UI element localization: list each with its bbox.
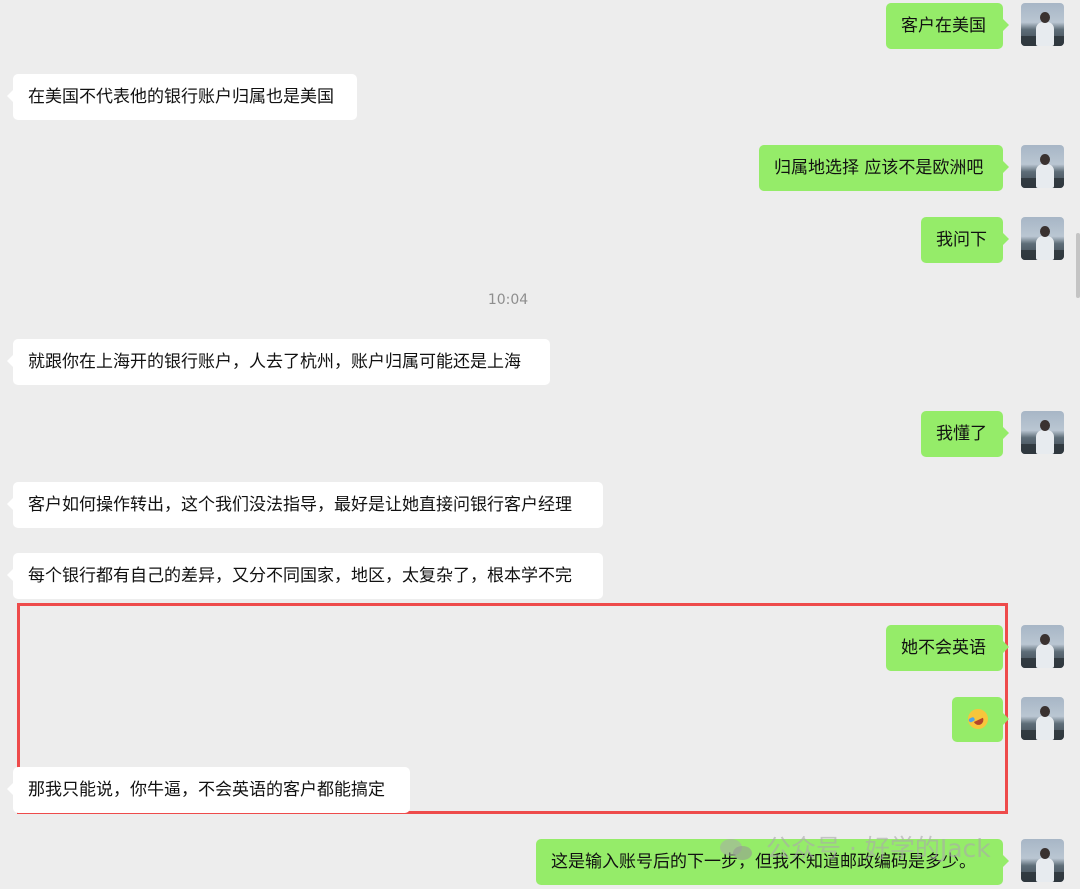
laughing-crying-emoji-icon (964, 705, 992, 733)
scrollbar[interactable] (1076, 233, 1080, 298)
message-text: 归属地选择 应该不是欧洲吧 (774, 158, 984, 178)
message-bubble-incoming[interactable]: 就跟你在上海开的银行账户，人去了杭州，账户归属可能还是上海 (7, 339, 550, 385)
message-bubble-outgoing[interactable]: 我问下 (921, 217, 1009, 263)
message-bubble-incoming[interactable]: 每个银行都有自己的差异，又分不同国家，地区，太复杂了，根本学不完 (7, 553, 603, 599)
highlight-box (17, 603, 1008, 814)
message-bubble-incoming[interactable]: 客户如何操作转出，这个我们没法指导，最好是让她直接问银行客户经理 (7, 482, 603, 528)
message-text: 就跟你在上海开的银行账户，人去了杭州，账户归属可能还是上海 (28, 352, 521, 372)
message-bubble-incoming[interactable]: 那我只能说，你牛逼，不会英语的客户都能搞定 (7, 767, 410, 813)
message-bubble-outgoing[interactable]: 归属地选择 应该不是欧洲吧 (759, 145, 1009, 191)
message-text: 客户如何操作转出，这个我们没法指导，最好是让她直接问银行客户经理 (28, 495, 572, 515)
message-bubble-emoji[interactable] (952, 697, 1009, 742)
message-text: 这是输入账号后的下一步，但我不知道邮政编码是多少。 (551, 852, 976, 872)
message-text: 她不会英语 (901, 638, 986, 658)
message-bubble-outgoing[interactable]: 这是输入账号后的下一步，但我不知道邮政编码是多少。 (536, 839, 1009, 885)
wechat-icon (720, 837, 756, 861)
message-bubble-outgoing[interactable]: 我懂了 (921, 411, 1009, 457)
avatar[interactable] (1021, 625, 1064, 668)
avatar[interactable] (1021, 839, 1064, 882)
message-bubble-outgoing[interactable]: 她不会英语 (886, 625, 1009, 671)
message-bubble-incoming[interactable]: 在美国不代表他的银行账户归属也是美国 (7, 74, 357, 120)
message-text: 每个银行都有自己的差异，又分不同国家，地区，太复杂了，根本学不完 (28, 566, 572, 586)
message-text: 客户在美国 (901, 16, 986, 36)
watermark: 公众号 · 好学的Jack (720, 826, 991, 872)
avatar[interactable] (1021, 411, 1064, 454)
message-text: 我懂了 (936, 424, 987, 444)
watermark-text: 公众号 · 好学的Jack (766, 834, 991, 863)
message-bubble-outgoing[interactable]: 客户在美国 (886, 3, 1009, 49)
avatar[interactable] (1021, 217, 1064, 260)
message-text: 我问下 (936, 230, 987, 250)
message-text: 在美国不代表他的银行账户归属也是美国 (28, 87, 334, 107)
timestamp: 10:04 (487, 292, 529, 308)
avatar[interactable] (1021, 697, 1064, 740)
avatar[interactable] (1021, 145, 1064, 188)
message-text: 那我只能说，你牛逼，不会英语的客户都能搞定 (28, 780, 385, 800)
avatar[interactable] (1021, 3, 1064, 46)
